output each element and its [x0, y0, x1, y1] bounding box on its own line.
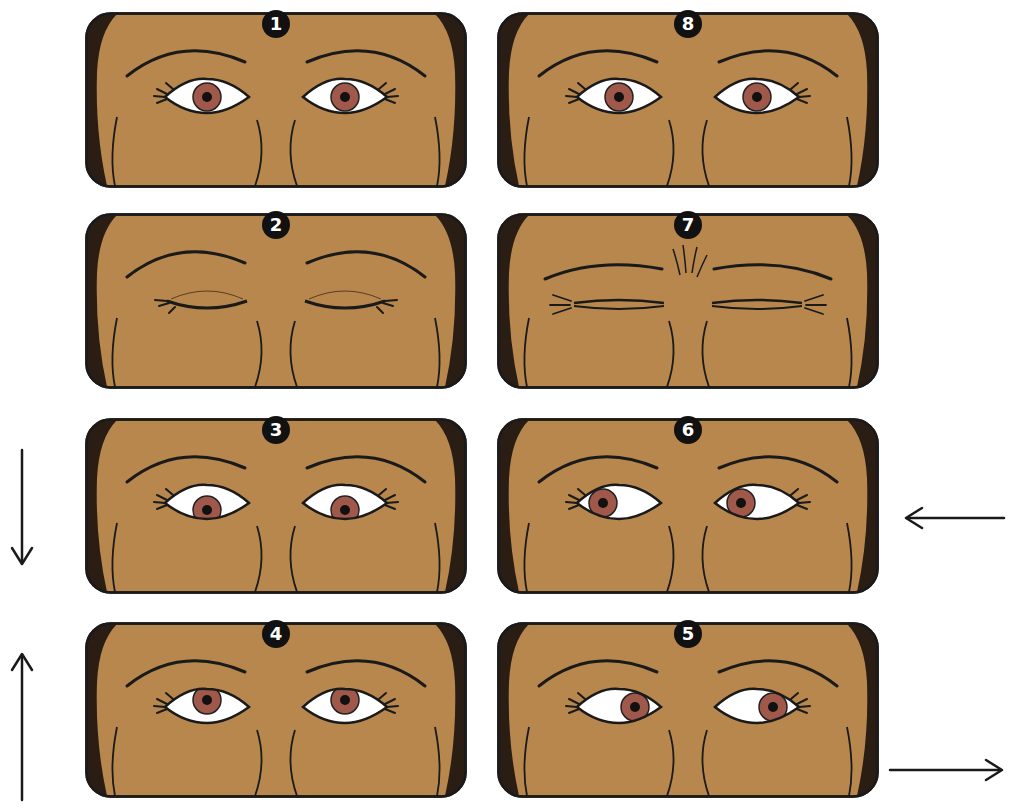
callout-number: 8 [674, 10, 702, 38]
face-panel [499, 624, 878, 797]
left-arrow [906, 508, 1004, 528]
face-panel [87, 14, 466, 187]
down-arrow [12, 450, 32, 564]
callout-number: 7 [674, 211, 702, 239]
face-panel [87, 215, 466, 388]
right-arrow [890, 760, 1002, 780]
callout-number-text: 4 [270, 624, 283, 644]
callout-number: 3 [262, 416, 290, 444]
callout-number-text: 5 [682, 624, 695, 644]
callout-number: 1 [262, 10, 290, 38]
callout-number: 4 [262, 620, 290, 648]
face-panel [499, 420, 878, 593]
face-panel [87, 420, 466, 593]
face-panel [499, 14, 878, 187]
callout-number-text: 8 [682, 14, 695, 34]
up-arrow [12, 654, 32, 800]
callout-number-text: 6 [682, 420, 695, 440]
callout-number-text: 3 [270, 420, 283, 440]
callout-number-text: 1 [270, 14, 283, 34]
callout-number: 2 [262, 211, 290, 239]
face-panel [87, 624, 466, 797]
callout-number: 5 [674, 620, 702, 648]
callout-number: 6 [674, 416, 702, 444]
callout-number-text: 7 [682, 215, 695, 235]
callout-number-text: 2 [270, 215, 283, 235]
face-panel [499, 215, 878, 388]
